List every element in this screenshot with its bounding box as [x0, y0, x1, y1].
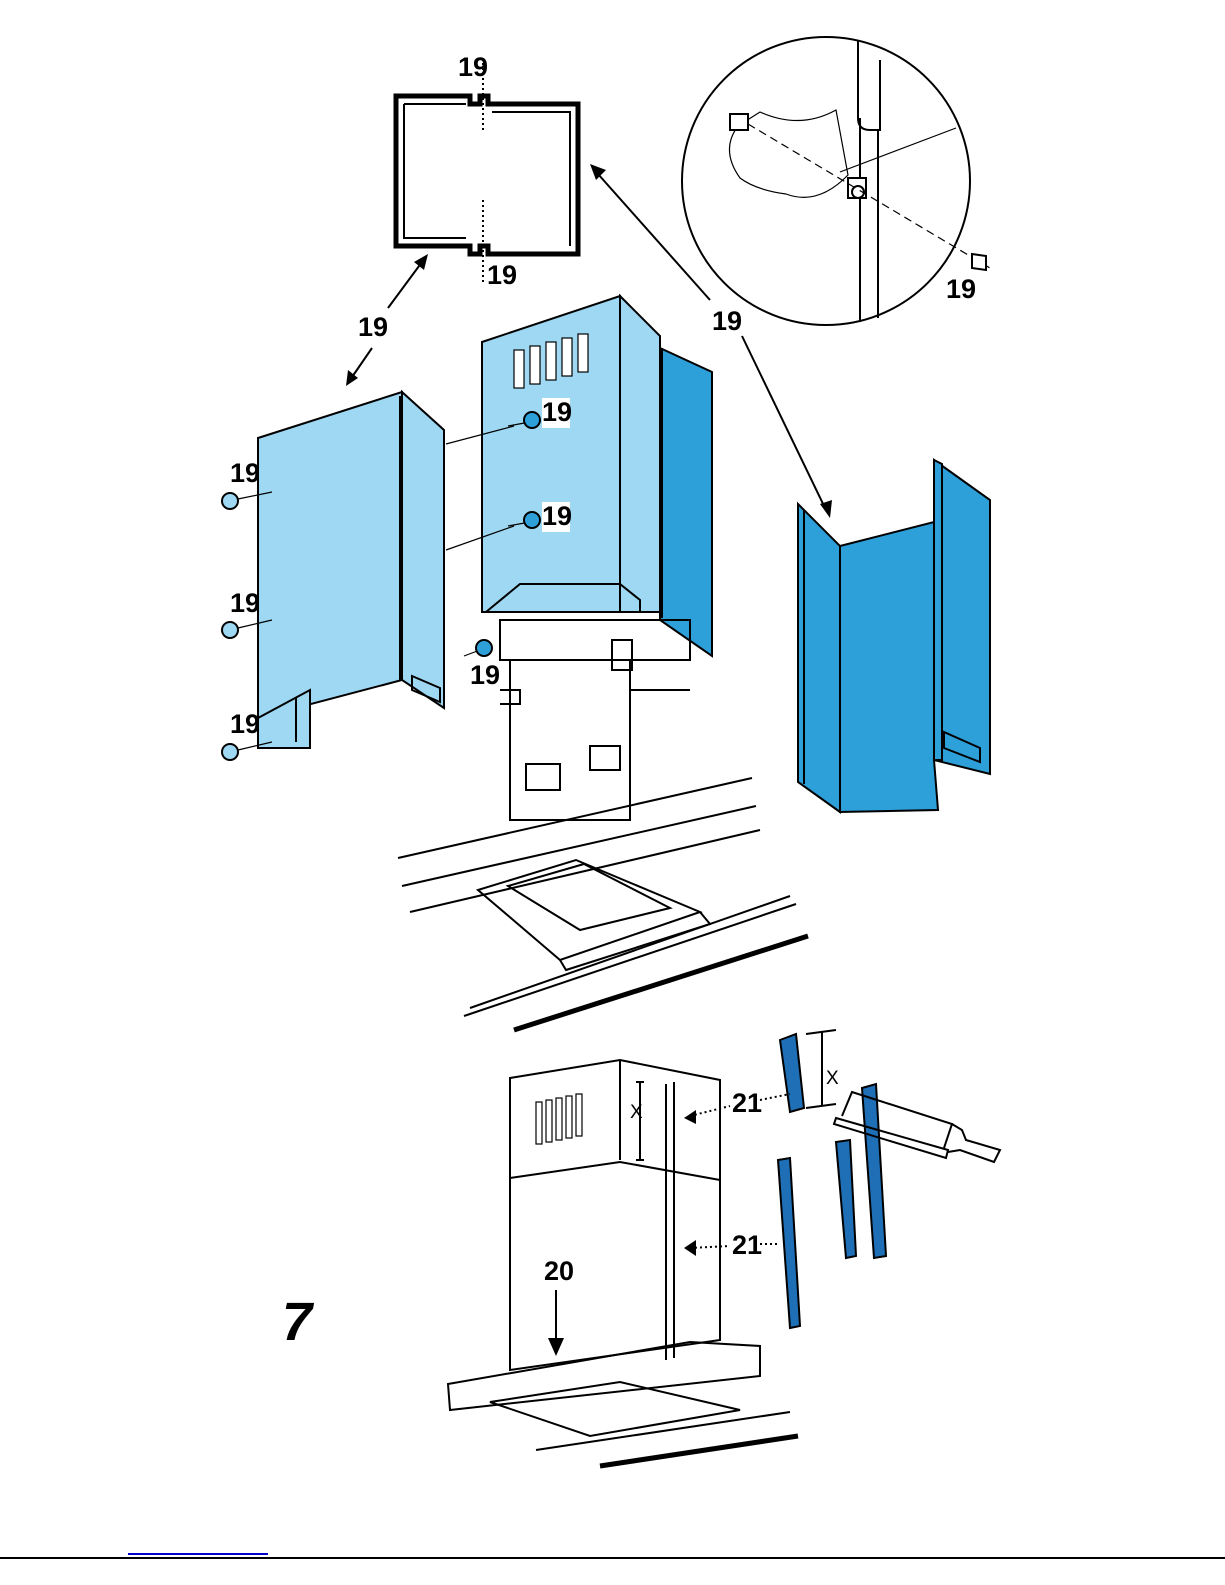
callout-19-left-b: 19 [230, 588, 260, 618]
callout-19-screw-b: 19 [542, 501, 572, 531]
left-chimney-panel [258, 392, 444, 748]
callout-19-section-bottom: 19 [487, 260, 517, 290]
x-label-hood: X [630, 1102, 643, 1123]
callout-21-bottom: 21 [732, 1230, 762, 1260]
callout-19-section-top: 19 [458, 52, 488, 82]
footer-link-underline [128, 1553, 268, 1555]
trim-strips: X 21 21 [684, 1030, 1000, 1328]
callout-20: 20 [544, 1256, 574, 1286]
callout-19-left-arrow: 19 [358, 312, 388, 342]
callout-19-left-c: 19 [230, 709, 260, 739]
hood-lower: X 20 7 [282, 1060, 798, 1466]
callout-19-right-arrow: 19 [712, 306, 742, 336]
figure-number: 7 [282, 1292, 315, 1352]
detail-circle: 19 [682, 37, 990, 325]
hood-canopy-upper [398, 778, 808, 1030]
callout-19-screw-c: 19 [470, 660, 500, 690]
footer-rule [0, 1557, 1225, 1559]
x-label-strip: X [826, 1068, 839, 1089]
chimney-cross-section: 19 19 [396, 52, 578, 290]
callout-21-top: 21 [732, 1088, 762, 1118]
hood-body-upper [482, 296, 712, 820]
callout-19-detail: 19 [946, 274, 976, 304]
callout-19-screw-a: 19 [542, 397, 572, 427]
callout-19-left-a: 19 [230, 458, 260, 488]
